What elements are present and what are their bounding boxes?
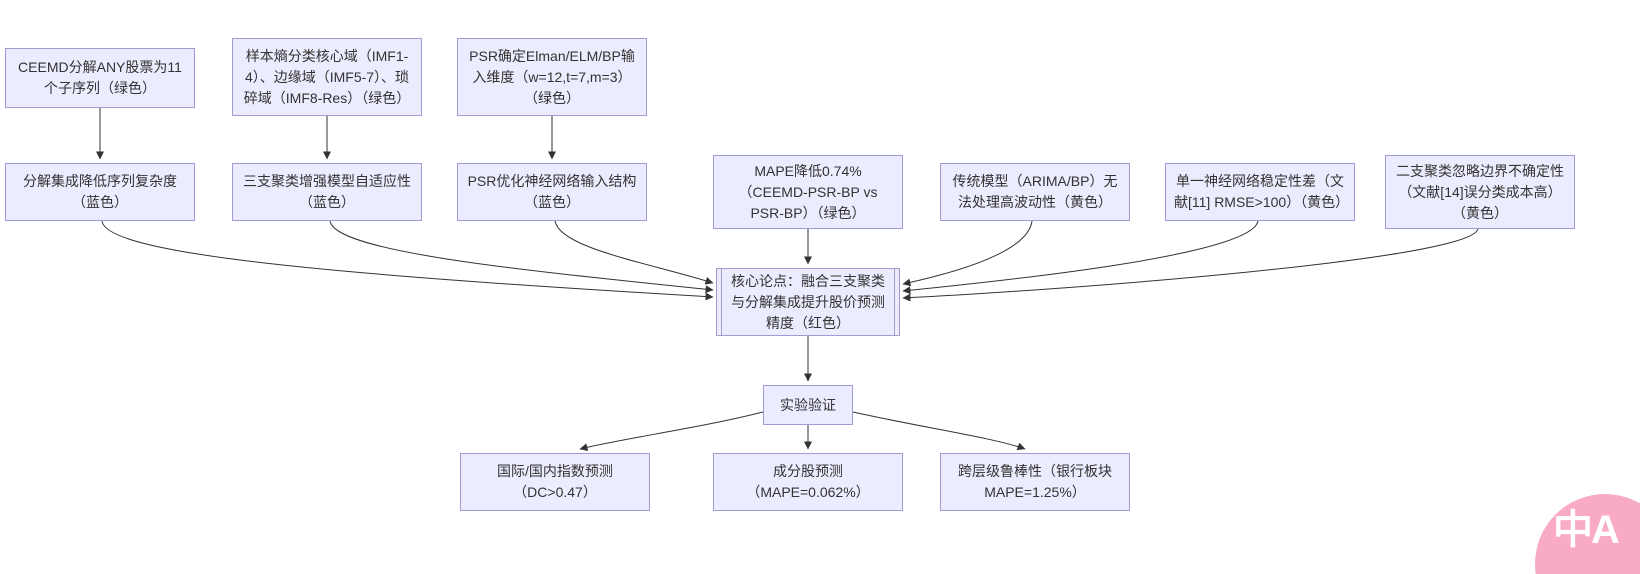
node-ceemd-decompose: CEEMD分解ANY股票为11个子序列（绿色） [5,48,195,108]
edge-structure-to-core [554,220,714,285]
node-experiment-validation: 实验验证 [763,385,853,425]
node-core-thesis: 核心论点：融合三支聚类与分解集成提升股价预测精度（红色） [716,268,900,336]
node-traditional-limit: 传统模型（ARIMA/BP）无法处理高波动性（黄色） [940,163,1130,221]
node-two-way-limit: 二支聚类忽略边界不确定性（文献[14]误分类成本高）（黄色） [1385,155,1575,229]
edge-experiment-to-robustness [852,411,1026,451]
node-three-way-adaptive: 三支聚类增强模型自适应性（蓝色） [232,163,422,221]
edge-adaptive-to-core [329,220,714,294]
node-index-prediction: 国际/国内指数预测（DC>0.47） [460,453,650,511]
node-constituent-prediction: 成分股预测（MAPE=0.062%） [713,453,903,511]
node-single-nn-unstable: 单一神经网络稳定性差（文献[11] RMSE>100）（黄色） [1165,163,1355,221]
watermark-badge[interactable]: 中A [1535,494,1640,574]
node-psr-dimension: PSR确定Elman/ELM/BP输入维度（w=12,t=7,m=3）（绿色） [457,38,647,116]
edge-traditional-to-core [902,220,1033,287]
watermark-text: 中A [1553,508,1620,552]
edge-singlenn-to-core [902,220,1259,295]
node-robustness: 跨层级鲁棒性（银行板块 MAPE=1.25%） [940,453,1130,511]
node-psr-structure: PSR优化神经网络输入结构（蓝色） [457,163,647,221]
edge-experiment-to-index [579,411,764,452]
edge-twoway-to-core [902,228,1479,302]
node-sample-entropy: 样本熵分类核心域（IMF1-4）、边缘域（IMF5-7）、琐碎域（IMF8-Re… [232,38,422,116]
edge-complexity-to-core [101,220,714,301]
node-decompose-complexity: 分解集成降低序列复杂度（蓝色） [5,163,195,221]
node-mape-reduce: MAPE降低0.74%（CEEMD-PSR-BP vs PSR-BP）（绿色） [713,155,903,229]
